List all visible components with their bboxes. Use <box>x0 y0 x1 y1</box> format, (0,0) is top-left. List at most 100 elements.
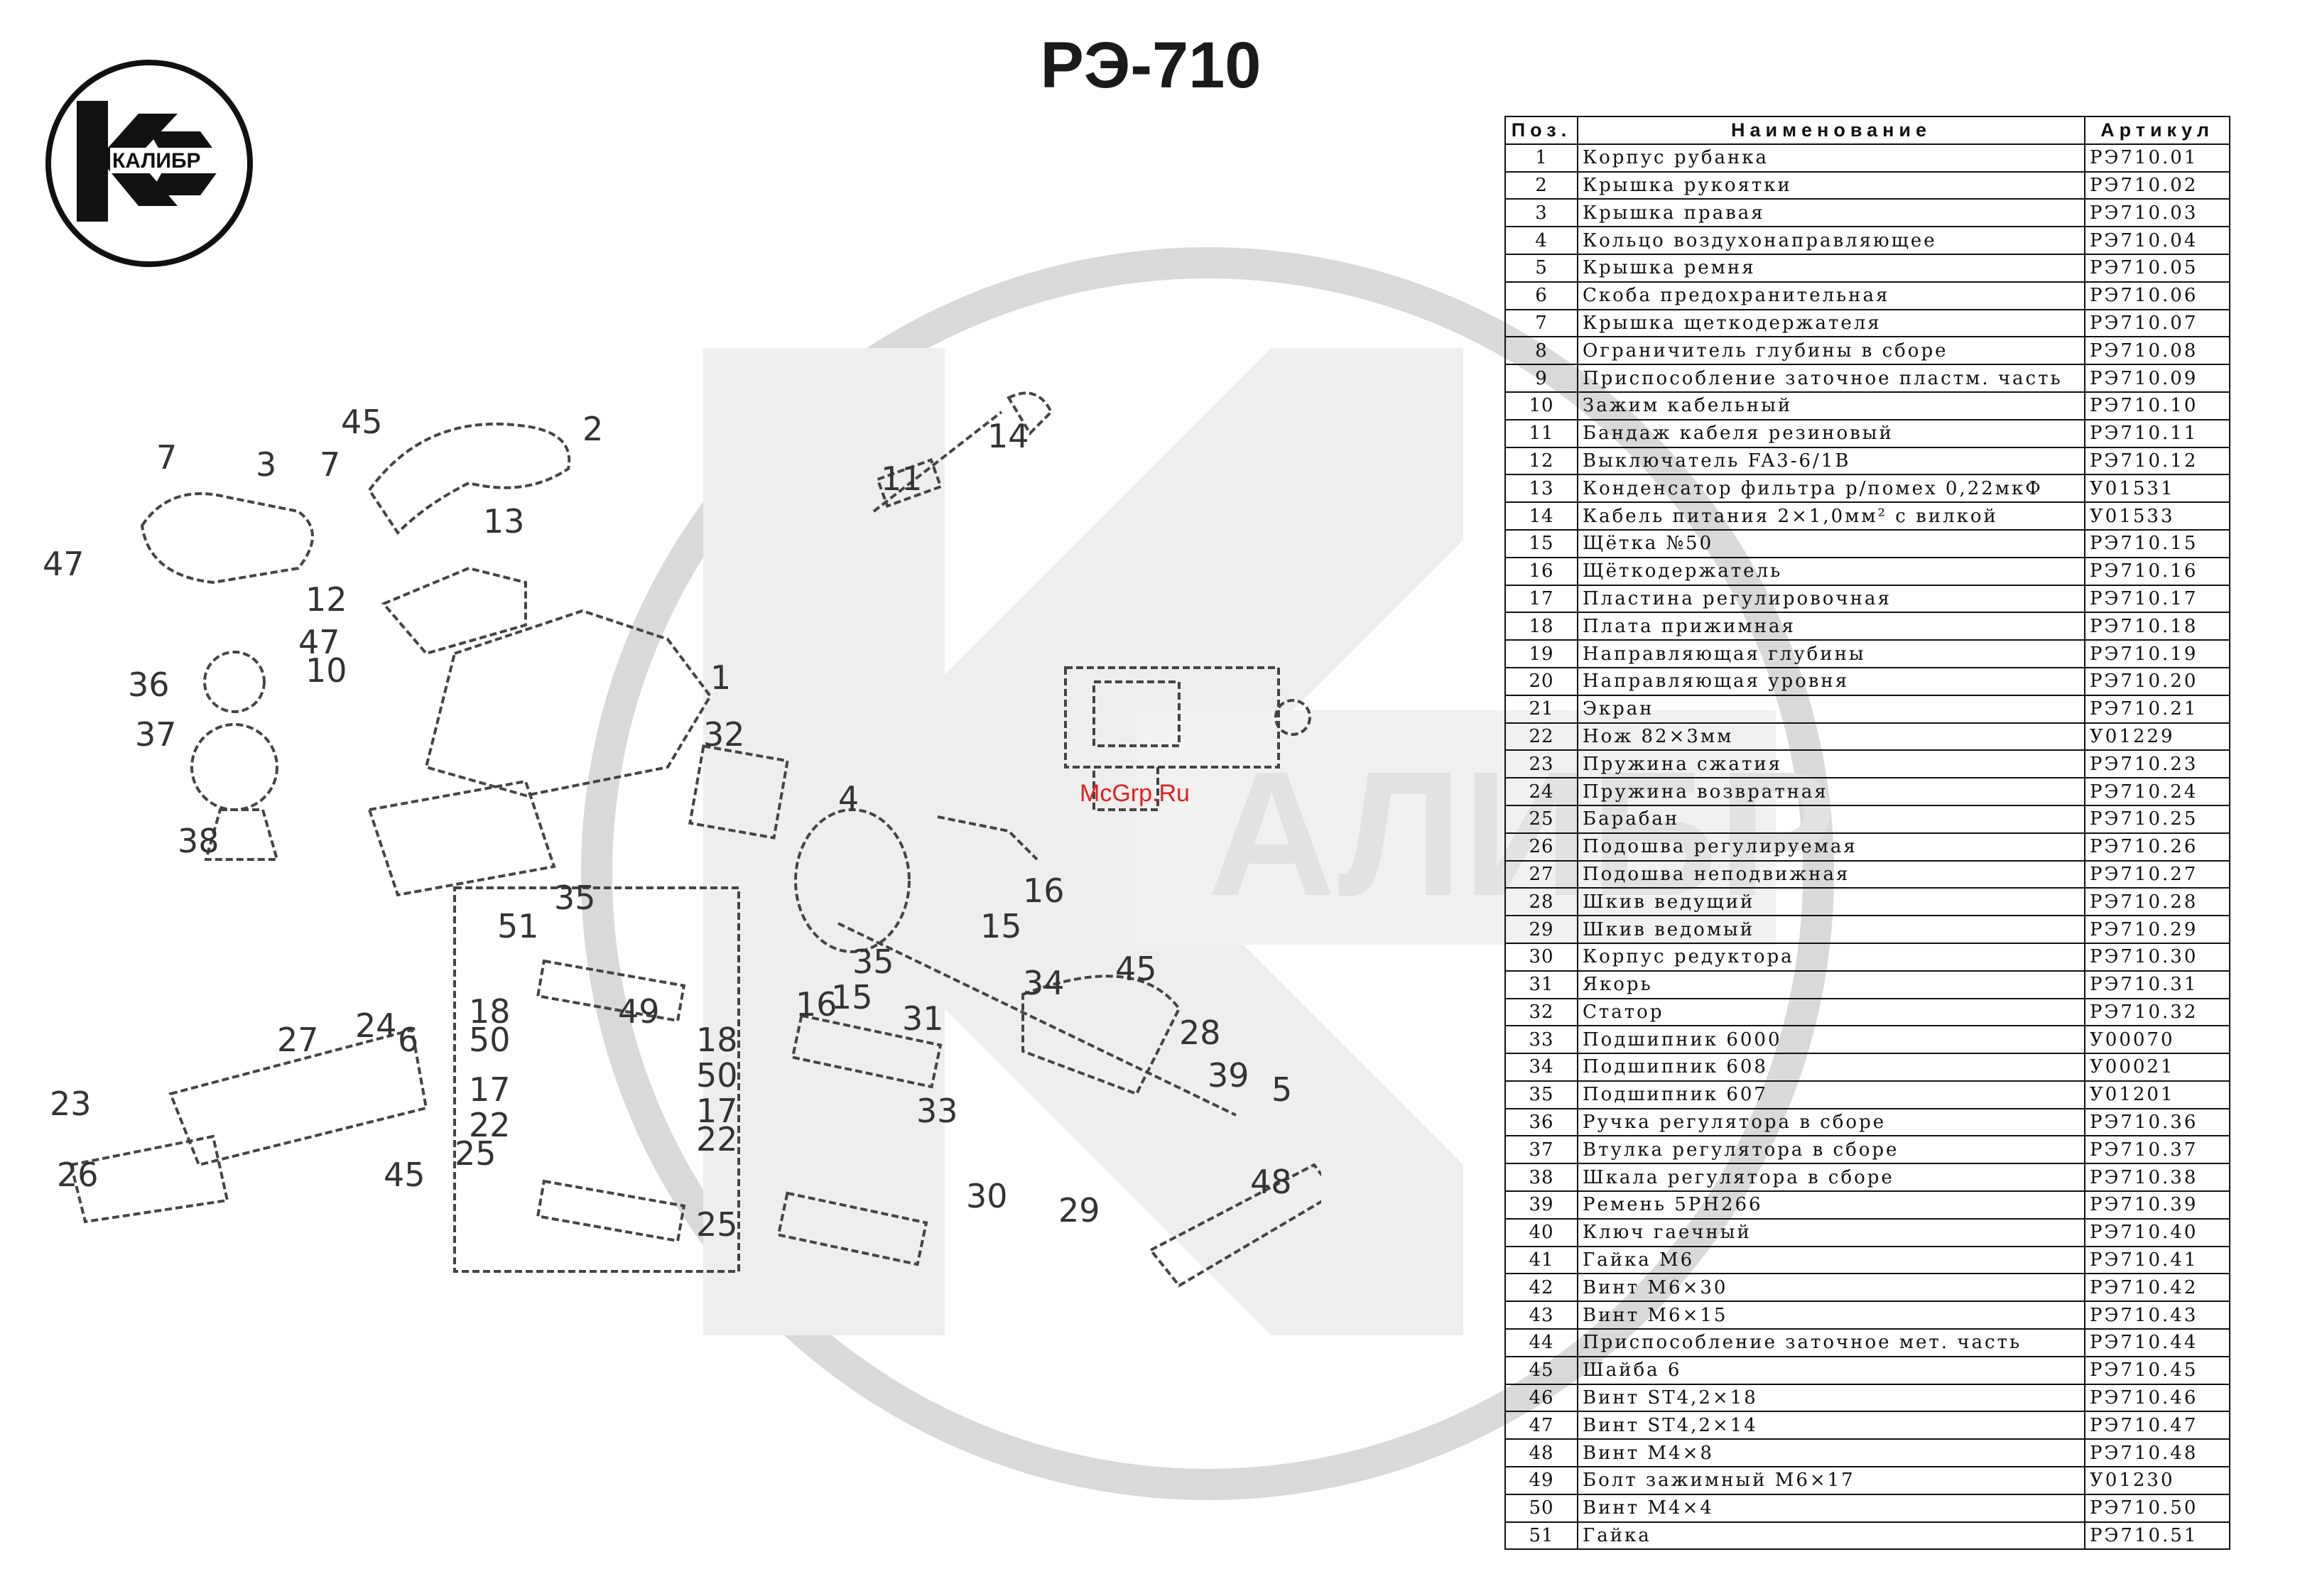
callout: 35 <box>554 879 596 917</box>
cell-name: Статор <box>1577 997 2085 1027</box>
callout: 14 <box>987 417 1029 455</box>
cell-pos: 2 <box>1504 170 1578 200</box>
cell-pos: 8 <box>1504 336 1578 366</box>
callout: 23 <box>50 1085 92 1123</box>
callout: 22 <box>469 1106 511 1144</box>
watermark-site-text: McGrp.Ru <box>1080 780 1190 807</box>
cell-name: Барабан <box>1577 804 2085 834</box>
cell-art: РЭ710.21 <box>2084 694 2230 724</box>
cell-art: РЭ710.26 <box>2084 832 2230 862</box>
cell-name: Гайка М6 <box>1577 1245 2085 1275</box>
cell-art: РЭ710.16 <box>2084 556 2230 586</box>
logo-text: КАЛИБР <box>112 149 201 173</box>
cell-art: РЭ710.18 <box>2084 612 2230 641</box>
cell-pos: 21 <box>1504 694 1578 724</box>
cell-art: РЭ710.11 <box>2084 418 2230 448</box>
callout: 51 <box>497 907 539 945</box>
cell-art: РЭ710.32 <box>2084 997 2230 1027</box>
cell-name: Винт ST4,2×18 <box>1577 1383 2085 1413</box>
callout: 17 <box>469 1070 511 1109</box>
cell-name: Шкала регулятора в сборе <box>1577 1163 2085 1193</box>
cell-pos: 23 <box>1504 749 1578 779</box>
callout: 35 <box>852 943 894 981</box>
cell-art: РЭ710.38 <box>2084 1163 2230 1193</box>
cell-pos: 12 <box>1504 446 1578 476</box>
cell-art: РЭ710.31 <box>2084 970 2230 999</box>
callout: 15 <box>831 978 873 1016</box>
callout: 47 <box>43 545 85 583</box>
callout: 33 <box>916 1092 958 1130</box>
cell-art: РЭ710.06 <box>2084 281 2230 310</box>
cell-pos: 17 <box>1504 584 1578 614</box>
cell-name: Приспособление заточное пластм. часть <box>1577 364 2085 393</box>
callout: 16 <box>796 985 837 1024</box>
cell-art: РЭ710.17 <box>2084 584 2230 614</box>
cell-name: Втулка регулятора в сборе <box>1577 1135 2085 1165</box>
cell-name: Винт ST4,2×14 <box>1577 1411 2085 1440</box>
cell-name: Выключатель FA3-6/1B <box>1577 446 2085 476</box>
cell-name: Ручка регулятора в сборе <box>1577 1107 2085 1137</box>
callout: 36 <box>128 666 170 704</box>
cell-art: РЭ710.07 <box>2084 308 2230 338</box>
cell-pos: 50 <box>1504 1493 1578 1523</box>
callout: 1 <box>710 658 731 697</box>
cell-name: Шкив ведущий <box>1577 887 2085 917</box>
cell-name: Направляющая уровня <box>1577 666 2085 696</box>
callout: 37 <box>135 715 177 754</box>
callout: 29 <box>1058 1191 1100 1229</box>
cell-name: Подшипник 6000 <box>1577 1025 2085 1055</box>
cell-art: РЭ710.47 <box>2084 1411 2230 1440</box>
table-header-row: Поз. Наименование Артикул <box>1504 116 2230 145</box>
callout: 34 <box>1023 964 1065 1002</box>
cell-name: Винт М6×30 <box>1577 1273 2085 1303</box>
callout: 18 <box>469 992 511 1031</box>
cell-name: Шкив ведомый <box>1577 915 2085 944</box>
cell-pos: 11 <box>1504 418 1578 448</box>
cell-art: РЭ710.46 <box>2084 1383 2230 1413</box>
cell-name: Конденсатор фильтра р/помех 0,22мкФ <box>1577 474 2085 504</box>
exploded-parts-diagram: 7 3 7 45 2 14 47 13 11 12 47 10 1 36 32 … <box>43 391 1321 1288</box>
cell-pos: 33 <box>1504 1025 1578 1055</box>
callout: 22 <box>696 1120 738 1158</box>
cell-pos: 27 <box>1504 859 1578 889</box>
cell-art: У01230 <box>2084 1466 2230 1495</box>
callout: 26 <box>57 1156 99 1194</box>
cell-art: РЭ710.23 <box>2084 749 2230 779</box>
cell-pos: 43 <box>1504 1301 1578 1330</box>
callout: 12 <box>305 580 347 619</box>
cell-name: Плата прижимная <box>1577 612 2085 641</box>
callout: 50 <box>696 1056 738 1095</box>
cell-name: Подшипник 607 <box>1577 1080 2085 1109</box>
callout: 24 <box>355 1006 397 1045</box>
cell-art: РЭ710.02 <box>2084 170 2230 200</box>
cell-pos: 18 <box>1504 612 1578 641</box>
cell-pos: 1 <box>1504 143 1578 173</box>
callout: 5 <box>1271 1070 1292 1109</box>
cell-pos: 19 <box>1504 639 1578 668</box>
cell-art: РЭ710.05 <box>2084 253 2230 283</box>
callout: 10 <box>305 651 347 690</box>
callout: 30 <box>966 1177 1008 1215</box>
